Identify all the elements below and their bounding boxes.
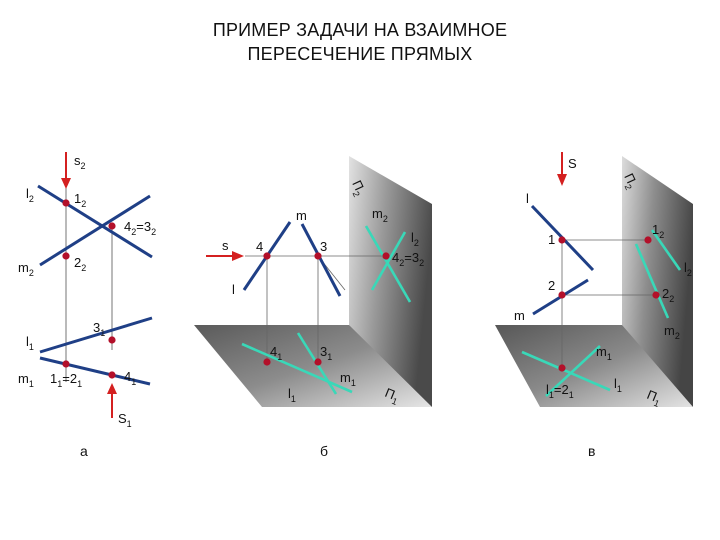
label-s2: s2	[74, 153, 86, 171]
line-m1	[39, 356, 151, 386]
figure-c: S П2 l 12 1 l2 2 22 m m2 m1 l1 l1=21 П1 …	[495, 152, 693, 459]
line-l1	[545, 345, 601, 397]
point-4-2	[108, 222, 116, 230]
label-4-1: 41	[124, 369, 136, 387]
label-4-2: 42=32	[392, 250, 424, 268]
label-m1: m1	[18, 371, 34, 389]
label-1-2: 12	[74, 191, 86, 209]
point-1-2	[644, 236, 652, 244]
plane-pi1	[194, 325, 432, 407]
page-title: ПРИМЕР ЗАДАЧИ НА ВЗАИМНОЕ ПЕРЕСЕЧЕНИЕ ПР…	[0, 18, 720, 66]
label-l2: l2	[411, 230, 419, 248]
point-1-1	[62, 360, 70, 368]
title-line-2: ПЕРЕСЕЧЕНИЕ ПРЯМЫХ	[247, 44, 473, 64]
point-3-1	[108, 336, 116, 344]
label-4-2: 42=32	[124, 219, 156, 237]
title-line-1: ПРИМЕР ЗАДАЧИ НА ВЗАИМНОЕ	[212, 20, 508, 40]
point-2-2	[652, 291, 660, 299]
label-s: s	[222, 238, 229, 253]
point-3-1	[314, 358, 322, 366]
label-m1: m1	[596, 344, 612, 362]
arrow-s2-head	[61, 178, 71, 189]
point-4-1	[263, 358, 271, 366]
label-l1: l1	[26, 334, 34, 352]
arrow-s1-head	[107, 383, 117, 394]
caption-c: в	[588, 443, 595, 459]
plane-pi1	[495, 325, 693, 407]
point-2	[558, 291, 566, 299]
label-3-1: 31	[93, 320, 105, 338]
point-1-2	[62, 199, 70, 207]
label-s: S	[568, 156, 577, 171]
label-2-2: 22	[662, 286, 674, 304]
point-1	[558, 236, 566, 244]
label-l2: l2	[684, 260, 692, 278]
figure-a: s2 l2 12 42=32 m2 22 31 l1 m1 11=21 41 S…	[18, 152, 156, 459]
label-1-1: 11=21	[50, 371, 82, 389]
label-s1: S1	[118, 411, 132, 429]
label-m2: m2	[664, 323, 680, 341]
line-l1	[39, 316, 153, 354]
label-2: 2	[548, 278, 555, 293]
line-m2	[39, 194, 151, 267]
point-3	[314, 252, 322, 260]
caption-b: б	[320, 443, 328, 459]
caption-a: а	[80, 443, 88, 459]
label-m1: m1	[340, 370, 356, 388]
label-pi1: П1	[382, 385, 402, 407]
point-2-2	[62, 252, 70, 260]
label-l2: l2	[26, 186, 34, 204]
line-m	[300, 223, 342, 297]
label-l1-2-1: l1=21	[546, 382, 574, 400]
plane-pi2	[349, 156, 432, 407]
label-l: l	[232, 282, 235, 297]
label-m: m	[514, 308, 525, 323]
label-3-1: 31	[320, 344, 332, 362]
line-l2	[634, 243, 670, 319]
label-2-2: 22	[74, 255, 86, 273]
arrow-s-head	[557, 174, 567, 186]
point-4	[263, 252, 271, 260]
label-pi1: П1	[644, 387, 664, 409]
point-1-1	[558, 364, 566, 372]
label-4-1: 41	[270, 344, 282, 362]
label-l: l	[526, 191, 529, 206]
label-m2: m2	[372, 206, 388, 224]
label-3: 3	[320, 239, 327, 254]
label-l1: l1	[288, 386, 296, 404]
label-l1: l1	[614, 376, 622, 394]
label-m2: m2	[18, 260, 34, 278]
label-m: m	[296, 208, 307, 223]
label-1-2: 12	[652, 222, 664, 240]
plane-pi2	[622, 156, 693, 407]
line-m2	[650, 229, 682, 271]
point-4-2-3-2	[382, 252, 390, 260]
line-m1	[521, 350, 611, 392]
point-4-1	[108, 371, 116, 379]
line-l2	[37, 184, 153, 259]
line-l1	[241, 342, 353, 394]
arrow-s-head	[232, 251, 244, 261]
figure-b: П2 m m2 s 4 3 l2 42=32 l 41 31 m1 l1 П1 …	[194, 156, 432, 459]
label-4: 4	[256, 239, 263, 254]
line-l2	[370, 231, 407, 291]
label-1: 1	[548, 232, 555, 247]
